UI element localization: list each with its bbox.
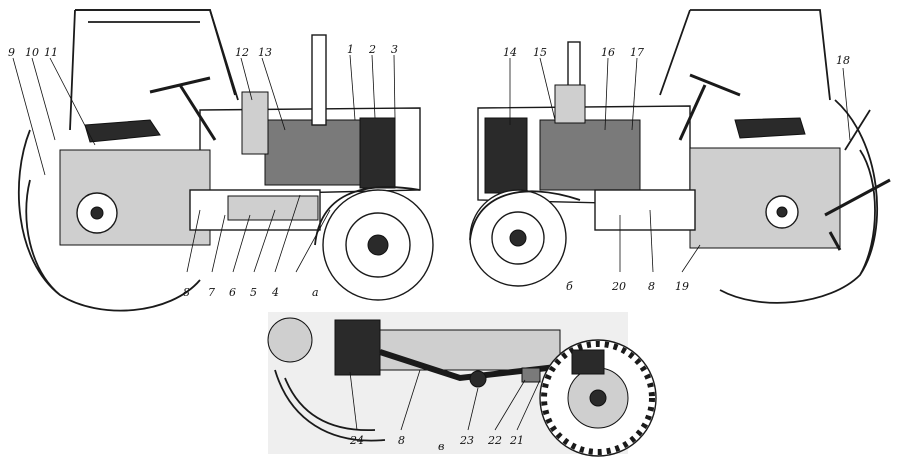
view-c-frame [379, 329, 561, 371]
view-a-exhaust [311, 34, 327, 126]
callout-20: 20 [611, 280, 626, 293]
callout-9: 9 [8, 46, 15, 59]
view-c-rear-hub [267, 317, 313, 363]
view-c-final-drive [571, 349, 605, 375]
callout-2: 2 [368, 43, 376, 56]
callout-8-view-b: 8 [648, 280, 655, 293]
callout-10: 10 [25, 46, 39, 59]
view-c-shaft-bracket [521, 367, 541, 383]
callout-23: 23 [459, 434, 474, 447]
view-a-radiator [359, 117, 396, 189]
callout-1: 1 [347, 43, 354, 56]
view-b-radiator [484, 117, 528, 194]
callout-labels: 9 10 11 12 13 1 2 3 8 7 6 5 4 а 14 15 16… [8, 43, 850, 453]
view-c-gearbox [334, 319, 381, 376]
callout-21: 21 [509, 434, 524, 447]
callout-22: 22 [487, 434, 502, 447]
callout-8-view-c: 8 [398, 434, 405, 447]
view-a-air-cleaner [241, 91, 269, 155]
view-b-air-cleaner [554, 84, 586, 124]
view-a-front-fender [314, 186, 421, 246]
callout-4: 4 [271, 286, 279, 299]
view-b-front-fender [469, 190, 581, 241]
callout-7: 7 [208, 286, 215, 299]
view-b-pto-center [776, 206, 788, 218]
view-b-hitch-link [824, 178, 891, 251]
view-c-universal-joint [469, 370, 487, 388]
view-b-seat [734, 117, 806, 139]
view-c-front-hub [589, 389, 607, 407]
view-c-front-tread [541, 341, 655, 455]
view-b-hitch-cylinder [844, 109, 871, 151]
callout-17: 17 [630, 46, 644, 59]
callout-3: 3 [391, 43, 398, 56]
callout-11: 11 [44, 46, 58, 59]
view-b-steering-wheel [678, 73, 741, 141]
callout-13: 13 [258, 46, 272, 59]
view-b-cab-frame [659, 9, 831, 101]
view-c-rear-tire [274, 369, 386, 442]
view-a-rear-axle-housing [59, 149, 211, 246]
callout-19: 19 [675, 280, 689, 293]
view-a-pto-center [90, 206, 104, 220]
view-label-b: б [566, 280, 573, 293]
view-label-c: в [438, 440, 444, 453]
view-b-rear-axle-housing [689, 147, 841, 249]
callout-24: 24 [349, 434, 364, 447]
view-a-engine [264, 119, 366, 186]
callout-16: 16 [601, 46, 615, 59]
callout-18: 18 [836, 54, 850, 67]
view-a-left-side [17, 9, 434, 312]
view-b-right-side [469, 9, 891, 304]
view-b-engine [539, 119, 641, 191]
view-a-cab-frame [75, 9, 239, 101]
view-c-underside [267, 312, 657, 457]
view-b-front-wheel-hub [509, 229, 527, 247]
callout-12: 12 [235, 46, 249, 59]
leader-lines [12, 54, 851, 431]
callout-8-view-a: 8 [183, 286, 190, 299]
callout-14: 14 [503, 46, 517, 59]
view-b-frame-rail [594, 189, 696, 231]
view-a-front-wheel-hub [367, 234, 389, 256]
callout-5: 5 [250, 286, 257, 299]
view-a-steering-wheel [149, 76, 217, 141]
view-label-a: а [312, 286, 319, 299]
view-b-rear-wheel [719, 99, 879, 304]
callout-15: 15 [533, 46, 547, 59]
view-a-seat [84, 119, 161, 143]
callout-6: 6 [229, 286, 236, 299]
